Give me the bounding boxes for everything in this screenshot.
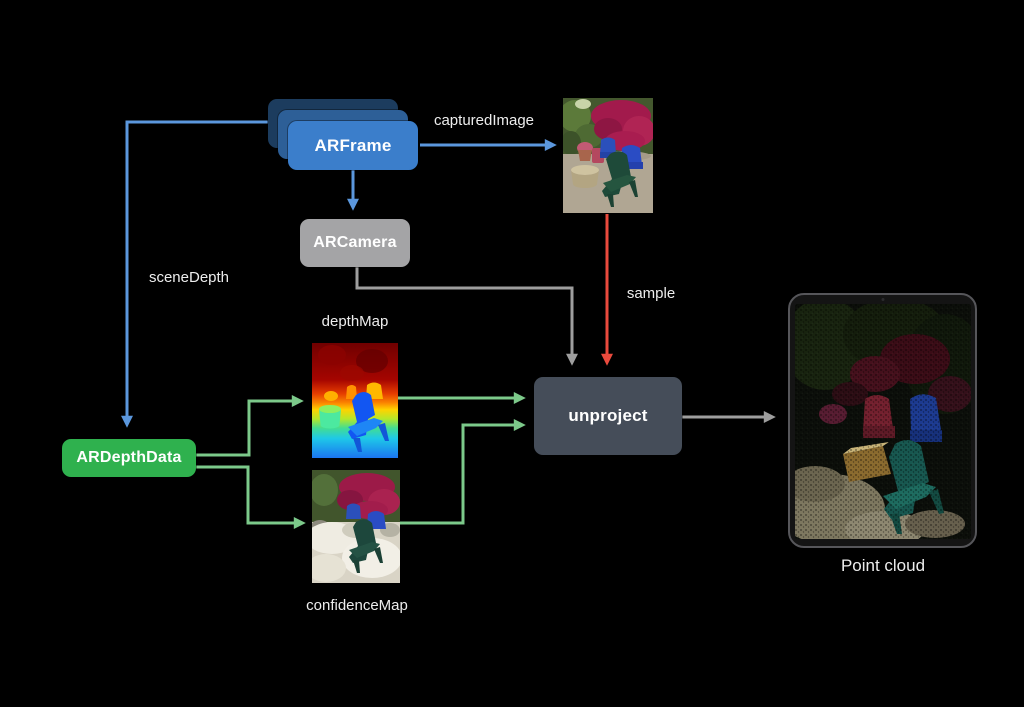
point-cloud-render bbox=[795, 304, 971, 539]
captured-image-thumbnail bbox=[563, 98, 653, 213]
ardepthdata-node-label: ARDepthData bbox=[76, 449, 182, 466]
ipad-device-frame bbox=[788, 293, 977, 548]
arrow-ardepthdata-to-depthmap bbox=[196, 395, 304, 457]
pointcloud-caption: Point cloud bbox=[840, 556, 926, 575]
arrow-arcamera-to-unproject bbox=[355, 267, 578, 366]
confidence-map-thumbnail bbox=[312, 470, 400, 583]
confidencemap-image-label: confidenceMap bbox=[306, 597, 408, 614]
sample-edge-label: sample bbox=[626, 285, 676, 302]
arrow-scenedepth-to-ardepthdata bbox=[121, 120, 268, 428]
ipad-screen bbox=[795, 304, 971, 539]
arframe-node: ARFrame bbox=[288, 121, 418, 170]
capturedimage-edge-label: capturedImage bbox=[433, 112, 535, 129]
ipad-front-camera-dot bbox=[881, 298, 884, 301]
ardepthdata-node: ARDepthData bbox=[62, 439, 196, 477]
unproject-node-label: unproject bbox=[568, 406, 648, 425]
scenedepth-edge-label: sceneDepth bbox=[148, 269, 230, 286]
depth-map-thumbnail bbox=[312, 343, 398, 458]
arrow-confidencemap-to-unproject bbox=[400, 419, 526, 525]
arrow-ardepthdata-to-confidencemap bbox=[196, 465, 306, 529]
arcamera-node: ARCamera bbox=[300, 219, 410, 267]
unproject-node: unproject bbox=[534, 377, 682, 455]
arcamera-node-label: ARCamera bbox=[313, 234, 397, 251]
arframe-node-label: ARFrame bbox=[314, 135, 392, 155]
depthmap-image-label: depthMap bbox=[321, 313, 389, 330]
